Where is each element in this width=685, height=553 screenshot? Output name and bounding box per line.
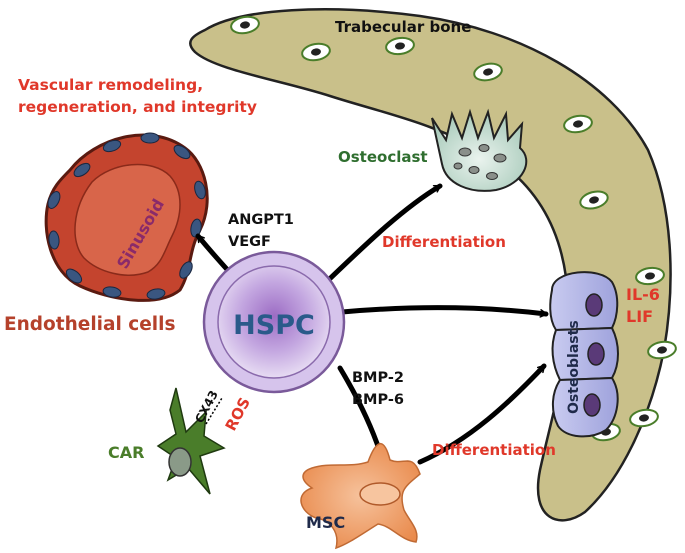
osteoblast-cells: [549, 271, 619, 438]
trabecular-bone-label: Trabecular bone: [335, 18, 471, 36]
osteoblasts-label: Osteoblasts: [566, 320, 582, 414]
osteoclast-label: Osteoclast: [338, 148, 428, 166]
bmp2-label: BMP-2: [352, 370, 404, 386]
vegf-label: VEGF: [228, 234, 271, 250]
msc-label: MSC: [306, 513, 345, 532]
osteocyte-icon: [635, 266, 665, 286]
arrow-to-osteoblasts: [339, 305, 549, 318]
osteocyte-icon: [230, 15, 260, 35]
osteocyte-icon: [473, 62, 503, 82]
arrow-to-osteoclast: [315, 183, 443, 293]
endothelial-cells-label: Endothelial cells: [4, 314, 175, 335]
hspc-cell: [202, 250, 346, 394]
differentiation-top-label: Differentiation: [382, 233, 506, 251]
arrows: [195, 183, 549, 465]
lif-label: LIF: [626, 307, 653, 326]
osteocyte-icon: [301, 42, 331, 62]
osteocyte-icon: [563, 114, 593, 134]
osteocyte-icon: [629, 408, 659, 428]
angpt1-label: ANGPT1: [228, 212, 294, 228]
osteocytes: [230, 15, 677, 442]
sinusoid-vessel: [44, 132, 209, 302]
ros-label: ROS: [222, 394, 254, 433]
osteocyte-icon: [579, 190, 609, 210]
bmp6-label: BMP-6: [352, 392, 404, 408]
osteoclast-cell: [431, 108, 528, 192]
vascular-label-line1: Vascular remodeling,: [18, 76, 203, 94]
hspc-label: HSPC: [233, 310, 315, 341]
differentiation-bottom-label: Differentiation: [432, 441, 556, 459]
vascular-label-line2: regeneration, and integrity: [18, 98, 257, 116]
il6-label: IL-6: [626, 285, 660, 304]
trabecular-bone: [189, 8, 672, 522]
car-label: CAR: [108, 443, 144, 462]
osteocyte-icon: [647, 340, 677, 360]
cx43-ros-divider: [205, 397, 223, 425]
osteocyte-icon: [385, 36, 415, 56]
arrow-msc-to-osteoblasts: [417, 363, 547, 465]
